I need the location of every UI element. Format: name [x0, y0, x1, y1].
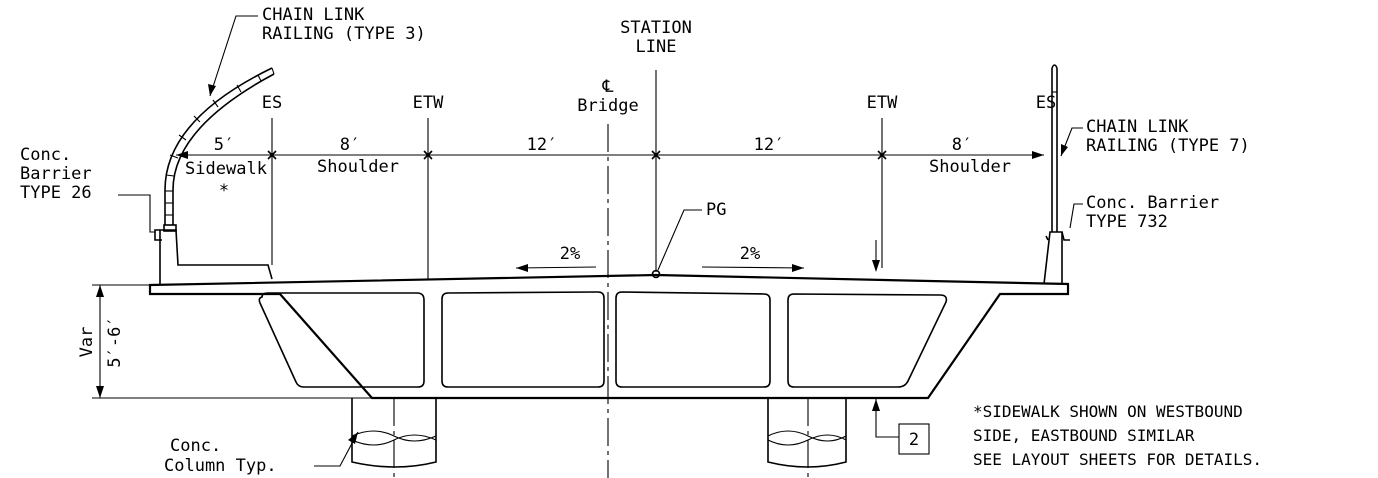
slope-arrows — [515, 264, 805, 272]
columns — [351, 398, 847, 478]
dimension-line — [176, 150, 1044, 160]
etw-right-label: ETW — [867, 93, 898, 113]
left-chain-link-railing — [164, 67, 275, 225]
shoulder-left-label: Shoulder — [317, 157, 399, 177]
chain-link-type3-label: CHAIN LINK — [262, 5, 365, 25]
es-right-label: ES — [1036, 93, 1056, 113]
conc-column-label: Conc. — [170, 436, 221, 456]
bridge-deck-outline — [148, 273, 1070, 400]
depth-dimension — [92, 284, 372, 399]
sidewalk-asterisk: * — [219, 181, 229, 201]
note-line-3: SEE LAYOUT SHEETS FOR DETAILS. — [973, 450, 1262, 469]
conc-barrier-732-label-2: TYPE 732 — [1086, 212, 1168, 232]
conc-barrier-26-label: Conc. — [20, 145, 71, 165]
extension-lines — [271, 118, 883, 279]
conc-barrier-732-label: Conc. Barrier — [1086, 193, 1219, 213]
var-label: Var — [77, 327, 97, 358]
slope-left-label: 2% — [560, 244, 580, 264]
conc-barrier-26-label-3: TYPE 26 — [20, 183, 92, 203]
note-line-1: *SIDEWALK SHOWN ON WESTBOUND — [973, 402, 1243, 421]
chain-link-type3-label-2: RAILING (TYPE 3) — [262, 24, 426, 44]
note-tag: 2 — [909, 430, 919, 450]
note-tag-box — [898, 423, 930, 455]
depth-label: 5′-6′ — [105, 316, 125, 367]
dim-shoulder-right-width: 8′ — [952, 135, 972, 155]
pg-point — [651, 209, 702, 279]
dim-shoulder-left-width: 8′ — [340, 135, 360, 155]
slope-right-label: 2% — [740, 244, 760, 264]
chain-link-type7-label: CHAIN LINK — [1086, 117, 1189, 137]
conc-column-label-2: Column Typ. — [164, 456, 277, 476]
leaders — [118, 15, 1083, 467]
station-line-label: STATION — [620, 18, 692, 38]
etw-left-label: ETW — [413, 93, 444, 113]
bridge-centerline-label: Bridge — [577, 96, 638, 116]
dim-lane-left-width: 12′ — [527, 135, 558, 155]
bridge-centerline-symbol: ℄ — [602, 77, 614, 97]
conc-barrier-26-label-2: Barrier — [20, 164, 92, 184]
right-barrier — [1043, 231, 1070, 285]
es-left-label: ES — [262, 93, 282, 113]
shoulder-right-label: Shoulder — [929, 157, 1011, 177]
note-line-2: SIDE, EASTBOUND SIMILAR — [973, 426, 1195, 445]
pg-label: PG — [706, 200, 726, 220]
station-line-label-2: LINE — [636, 37, 677, 57]
left-barrier-sidewalk — [154, 224, 273, 285]
right-chain-link-railing — [1051, 64, 1058, 232]
dim-sidewalk-width: 5′ — [214, 135, 234, 155]
sidewalk-label: Sidewalk — [185, 159, 267, 179]
chain-link-type7-label-2: RAILING (TYPE 7) — [1086, 136, 1250, 156]
dim-lane-right-width: 12′ — [754, 135, 785, 155]
